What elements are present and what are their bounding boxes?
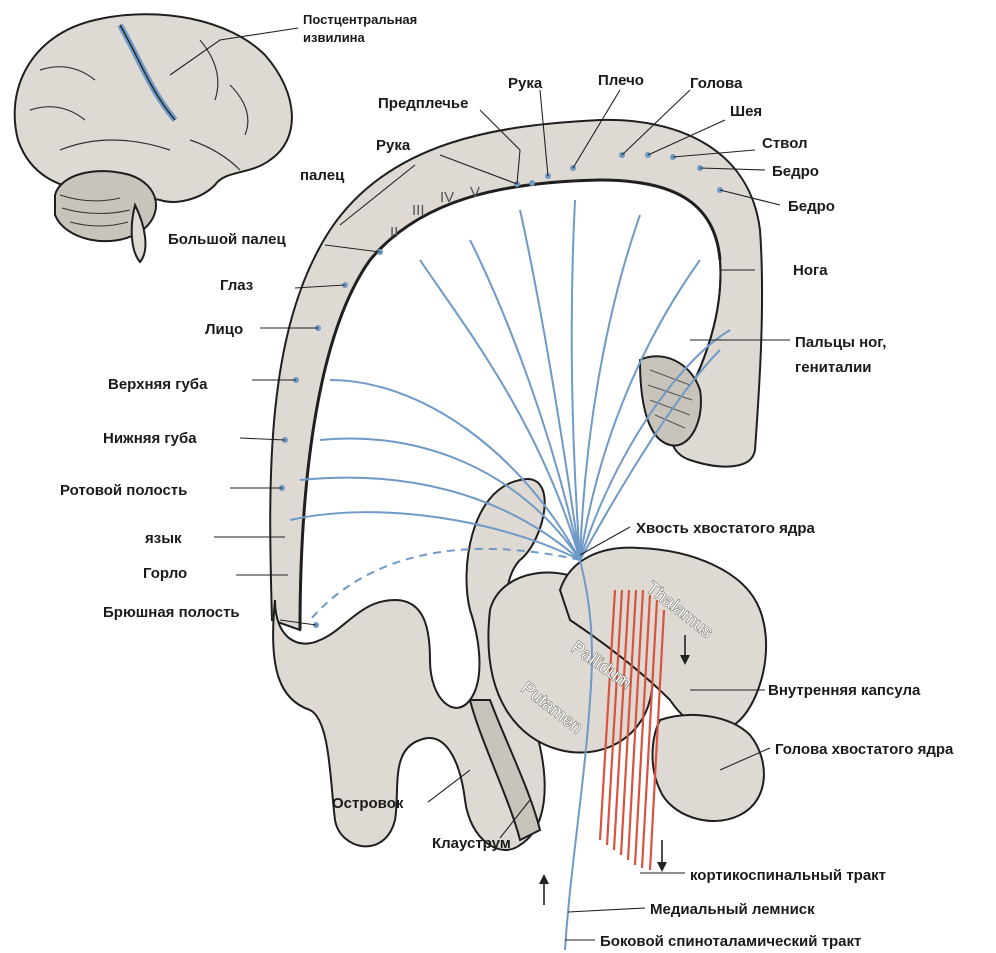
label-upper-lip: Верхняя губа [108,376,208,393]
label-thigh: Бедро [788,198,835,215]
label-caudate-tail: Хвость хвостатого ядра [636,520,816,537]
label-caudate-head: Голова хвостатого ядра [775,741,954,758]
label-face: Лицо [205,321,243,338]
finger-III: III [412,202,425,219]
label-finger: палец [300,167,345,184]
brain-thumbnail [15,14,292,262]
label-forearm: Предплечье [378,95,468,112]
label-hand: Рука [376,137,411,154]
label-shoulder: Плечо [598,72,644,89]
label-leg: Нога [793,262,828,279]
label-tongue: язык [145,530,182,547]
label-spinothalamic: Боковой спиноталамический тракт [600,933,861,950]
finger-IV: IV [440,189,454,206]
label-trunk: Ствол [762,135,808,152]
label-neck: Шея [730,103,762,120]
label-claustrum: Клауструм [432,835,511,852]
finger-V: V [470,184,480,201]
label-oral-cavity: Ротовой полость [60,482,187,499]
label-insula: Островок [332,795,404,812]
label-hand-top: Рука [508,75,543,92]
label-abdominal: Брюшная полость [103,604,240,621]
label-toes-2: гениталии [795,359,872,376]
label-hip: Бедро [772,163,819,180]
label-throat: Горло [143,565,187,582]
label-internal-capsule: Внутренняя капсула [768,682,921,699]
label-corticospinal: кортикоспинальный тракт [690,867,886,884]
label-medial-lemniscus: Медиальный лемниск [650,901,815,918]
label-head: Голова [690,75,743,92]
finger-II: II [390,224,398,241]
label-toes-1: Пальцы ног, [795,334,886,351]
label-eye: Глаз [220,277,253,294]
label-lower-lip: Нижняя губа [103,430,197,447]
label-thumb: Большой палец [168,231,286,248]
label-postcentral-2: извилина [303,30,366,45]
label-postcentral-1: Постцентральная [303,12,417,27]
